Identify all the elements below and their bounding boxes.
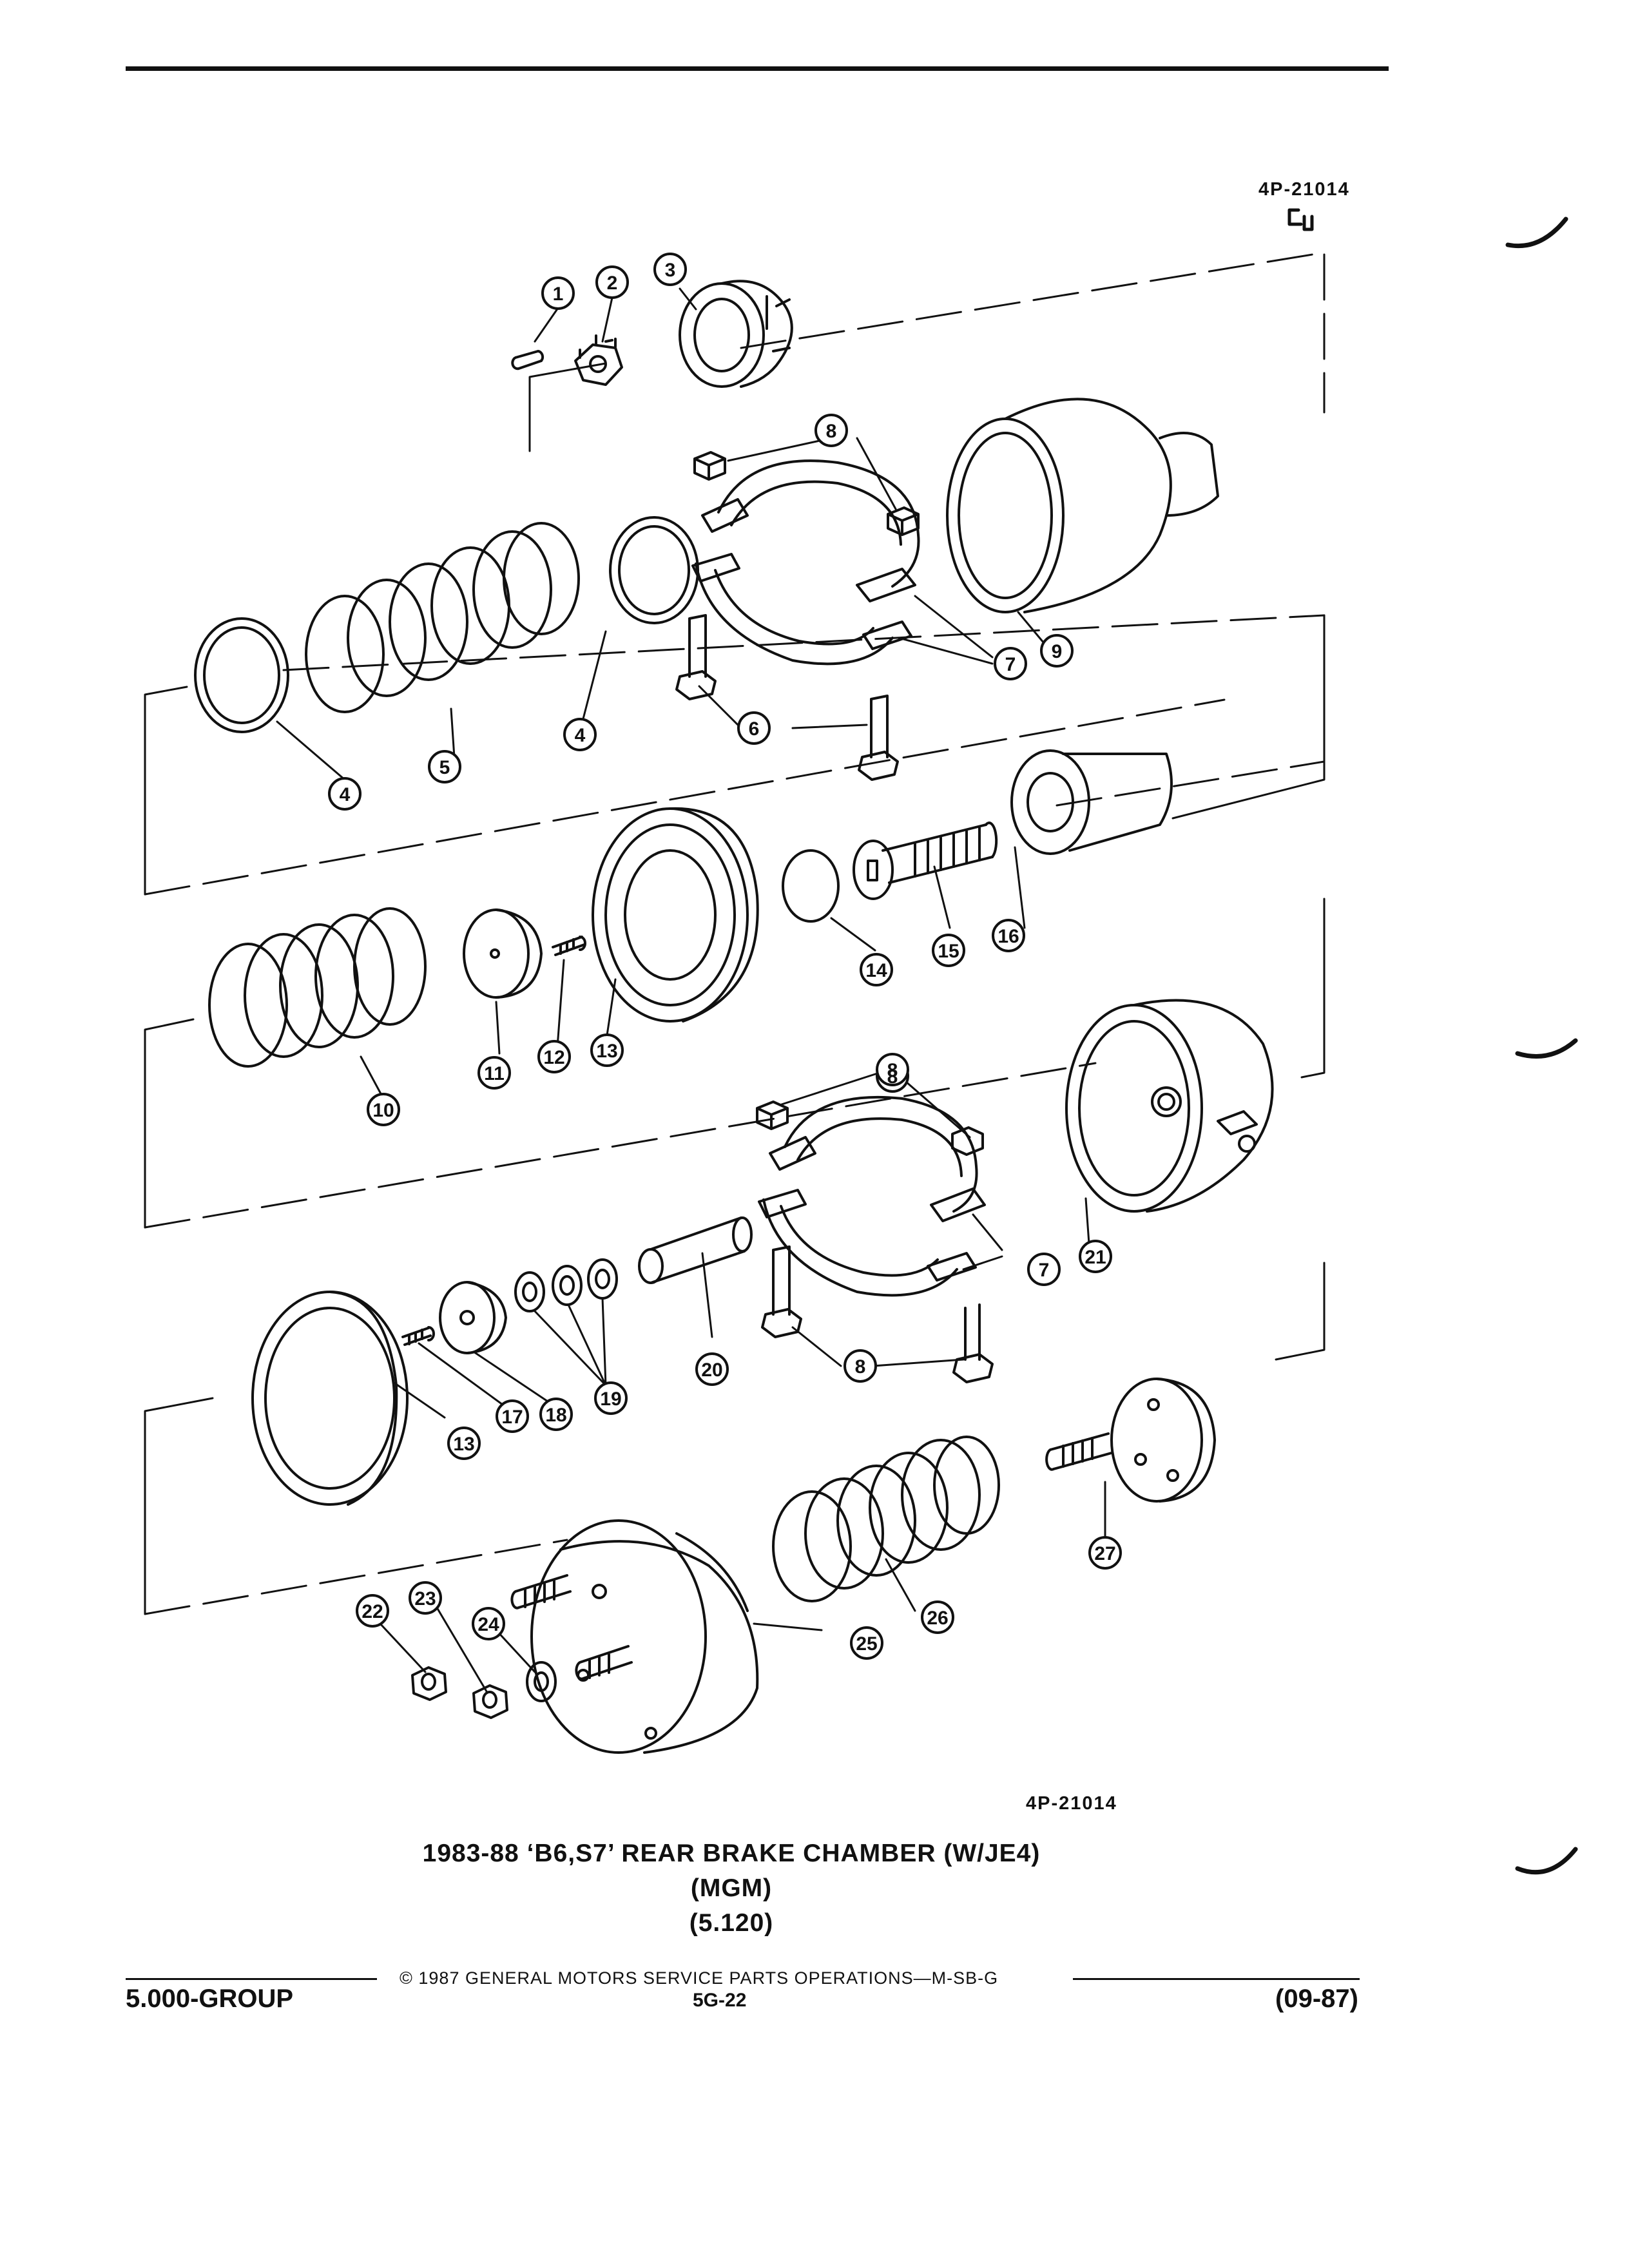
- callout-7-upper: 7: [1005, 654, 1016, 675]
- part-11-retainer-plate-icon: [463, 908, 543, 999]
- callout-11: 11: [484, 1063, 505, 1084]
- assembly-plane-lines: [144, 251, 1325, 1615]
- callout-3: 3: [665, 260, 676, 281]
- callout-4-right: 4: [575, 725, 586, 746]
- part-23-nut-icon: [472, 1684, 508, 1719]
- part-17-screw-icon: [401, 1326, 435, 1346]
- part-4-snap-ring-icon: [194, 516, 699, 733]
- part-9-housing-icon: [946, 398, 1219, 613]
- callout-8-lower: 8: [887, 1066, 898, 1088]
- part-25-service-chamber-icon: [510, 1519, 759, 1754]
- part-21-chamber-housing-icon: [1065, 999, 1274, 1213]
- callout-9: 9: [1052, 641, 1063, 662]
- part-20-sleeve-icon: [638, 1216, 753, 1284]
- footer-rule-right: [1073, 1978, 1360, 1980]
- footer-date: (09-87): [1275, 1984, 1358, 2013]
- callout-16: 16: [998, 926, 1019, 947]
- callout-circles: [328, 253, 1122, 1660]
- footer-rule-left: [126, 1978, 377, 1980]
- callout-18: 18: [545, 1405, 566, 1426]
- callout-13-upper: 13: [596, 1041, 617, 1062]
- callout-8-bolts: 8: [855, 1356, 866, 1378]
- callout-15: 15: [938, 941, 959, 962]
- callout-8-nuts: 8: [887, 1060, 898, 1081]
- callout-6: 6: [749, 718, 760, 740]
- callout-26: 26: [927, 1608, 948, 1629]
- footer-group: 5.000-GROUP: [126, 1984, 294, 2013]
- title-line-1: 1983-88 ‘B6,S7’ REAR BRAKE CHAMBER (W/JE…: [422, 1840, 1041, 1867]
- part-5-spring-icon: [305, 522, 580, 713]
- part-18-washer-icon: [439, 1281, 507, 1354]
- part-26-spring-icon: [772, 1436, 1000, 1602]
- title-line-3: (5.120): [689, 1909, 774, 1937]
- reference-number-top: 4P-21014: [1258, 179, 1350, 200]
- part-14-disc-icon: [782, 849, 840, 923]
- callout-17: 17: [501, 1407, 523, 1428]
- part-13-diaphragm-icon: [251, 807, 759, 1506]
- callout-7-lower: 7: [1039, 1260, 1050, 1281]
- binding-mark-middle-icon: [1515, 1038, 1578, 1059]
- callout-13-lower: 13: [453, 1434, 474, 1455]
- part-22-nut-icon: [411, 1666, 447, 1701]
- callout-10: 10: [372, 1100, 394, 1121]
- part-27-mounting-plate-icon: [1045, 1378, 1216, 1503]
- callout-22: 22: [361, 1601, 383, 1622]
- binding-mark-top-icon: [1505, 216, 1568, 249]
- footer-page-number: 5G-22: [693, 1990, 747, 2011]
- callout-25: 25: [856, 1633, 877, 1655]
- binding-mark-bottom-icon: [1515, 1847, 1578, 1875]
- drafting-mark-icon: [1287, 208, 1314, 231]
- callout-5: 5: [439, 757, 450, 778]
- callout-12: 12: [543, 1047, 564, 1068]
- callout-2: 2: [607, 273, 618, 294]
- reference-number-bottom: 4P-21014: [1026, 1793, 1117, 1814]
- part-3-collar-icon: [679, 280, 793, 388]
- part-2-castle-nut-icon: [574, 334, 623, 386]
- part-7-clamp-ring-icon: [691, 459, 920, 666]
- callout-23: 23: [414, 1588, 436, 1610]
- part-19-washers-icon: [514, 1258, 618, 1312]
- part-12-screw-icon: [552, 936, 586, 956]
- exploded-parts-diagram: 1 2 3 4 4 5 6 7 8 8 9 10 11 12 13 13 14 …: [144, 208, 1325, 1754]
- callout-21: 21: [1084, 1247, 1106, 1268]
- callout-8-upper: 8: [826, 421, 837, 442]
- footer-copyright: © 1987 GENERAL MOTORS SERVICE PARTS OPER…: [400, 1968, 999, 1988]
- leader-lines: [276, 287, 1106, 1693]
- diagram-title: 1983-88 ‘B6,S7’ REAR BRAKE CHAMBER (W/JE…: [0, 1836, 1463, 1941]
- callout-19: 19: [600, 1389, 621, 1410]
- part-16-boot-icon: [1010, 749, 1173, 855]
- callout-27: 27: [1094, 1543, 1115, 1564]
- part-1-pin-icon: [511, 350, 545, 370]
- part-7-clamp-ring-lower-icon: [758, 1095, 986, 1297]
- callout-4-left: 4: [340, 784, 351, 805]
- callout-14: 14: [865, 960, 887, 981]
- callout-1: 1: [553, 284, 564, 305]
- part-8-nut-icon: [693, 451, 920, 536]
- part-24-washer-icon: [526, 1661, 557, 1702]
- part-15-push-rod-icon: [853, 822, 998, 900]
- callout-20: 20: [701, 1360, 722, 1381]
- callout-24: 24: [477, 1614, 499, 1635]
- title-line-2: (MGM): [690, 1874, 773, 1902]
- top-rule: [126, 66, 1389, 71]
- part-6-bolt-icon: [675, 614, 899, 781]
- part-10-spring-icon: [208, 907, 427, 1068]
